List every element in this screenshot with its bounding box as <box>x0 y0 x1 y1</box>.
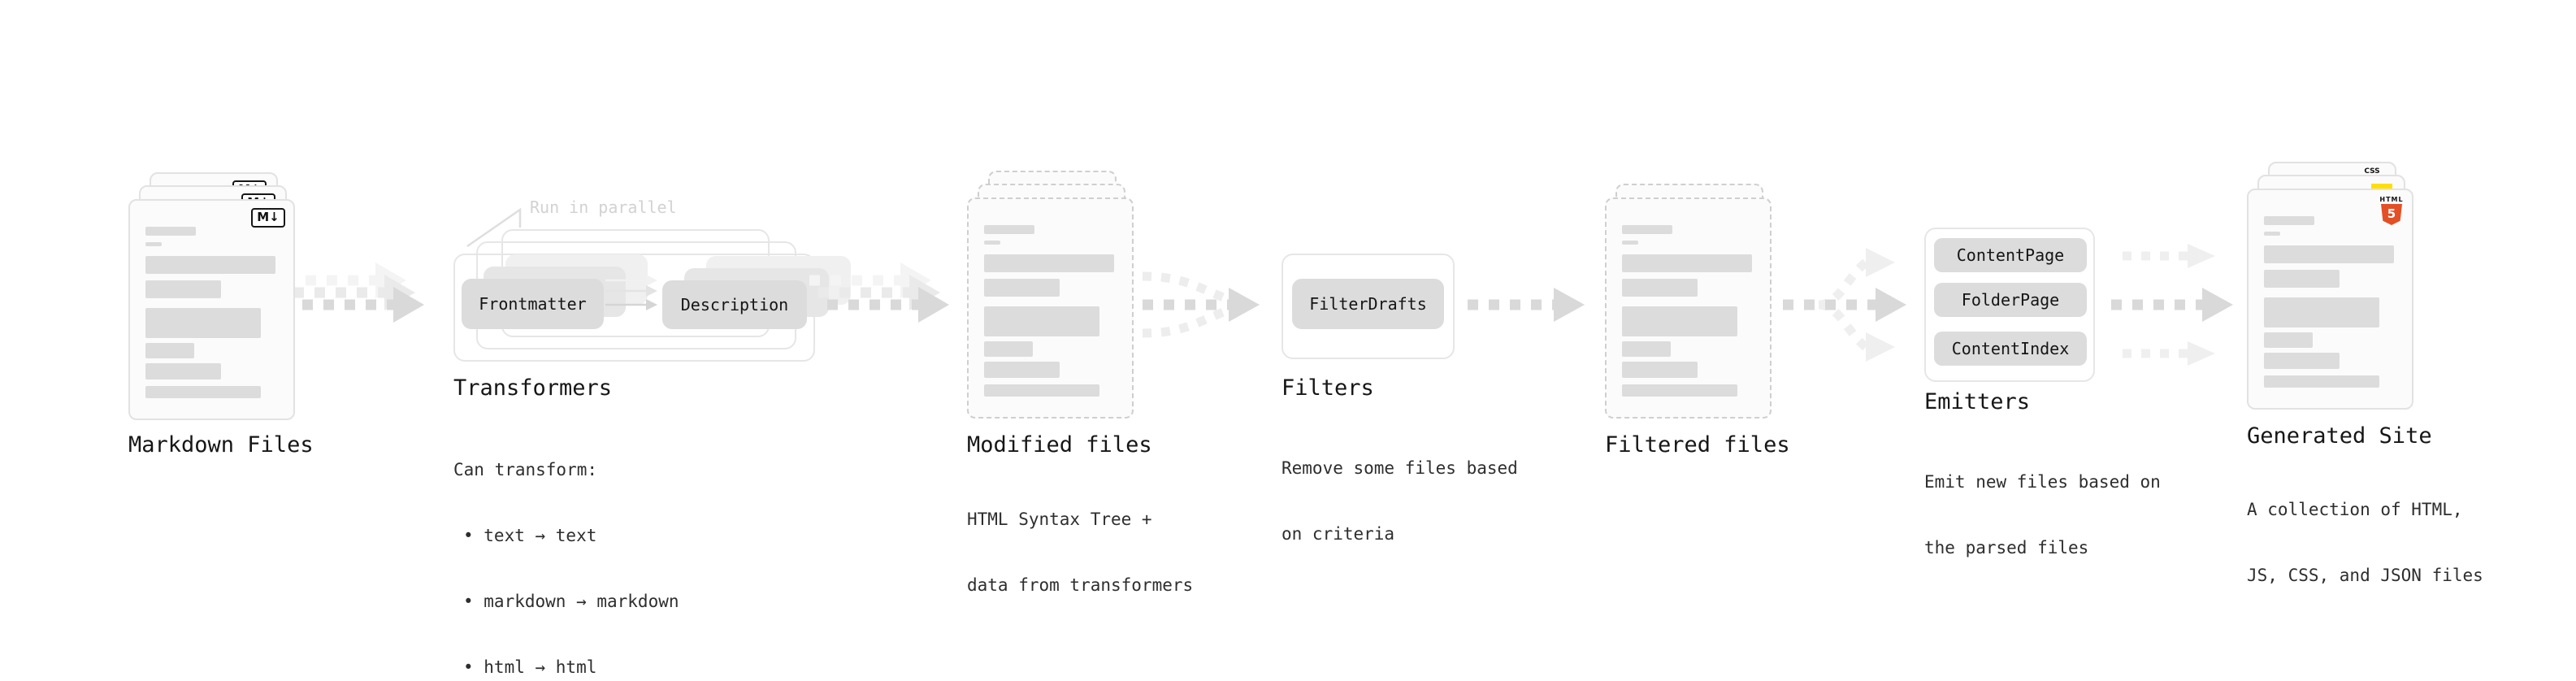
generated-site-stack: CSS HTML 5 <box>2247 162 2442 416</box>
arrow-modified-to-filters <box>1142 271 1260 338</box>
filtered-file-card <box>1605 197 1772 419</box>
filters-group: FilterDrafts <box>1281 254 1460 363</box>
markdown-file-card: M↓ <box>128 199 295 420</box>
filtered-files-stack <box>1605 184 1800 425</box>
modified-files-description: HTML Syntax Tree + data from transformer… <box>967 510 1194 595</box>
emitter-box-contentpage: ContentPage <box>1934 238 2087 272</box>
filters-outline <box>1281 254 1455 359</box>
html5-icon: HTML 5 <box>2379 196 2404 225</box>
emitter-box-folderpage: FolderPage <box>1934 283 2087 317</box>
filters-label: Filters <box>1281 375 1374 401</box>
html-file-card: HTML 5 <box>2247 189 2413 410</box>
run-in-parallel-callout-line <box>466 207 522 248</box>
arrow-emitters-to-generated <box>2111 244 2233 366</box>
transformers-group: Frontmatter Description Run in parallel <box>453 197 851 363</box>
emitters-label: Emitters <box>1924 389 2031 414</box>
modified-file-card <box>967 197 1134 419</box>
generated-site-description: A collection of HTML, JS, CSS, and JSON … <box>2247 500 2483 585</box>
emitter-box-contentindex: ContentIndex <box>1934 332 2087 366</box>
filters-description: Remove some files based on criteria <box>1281 458 1518 544</box>
filtered-files-label: Filtered files <box>1605 432 1790 458</box>
arrow-frontmatter-to-description <box>605 275 657 310</box>
placeholder-text-bars <box>1622 199 1754 397</box>
transformers-description: Can transform: • text → text • markdown … <box>453 460 679 677</box>
modified-files-stack <box>967 171 1162 425</box>
placeholder-text-bars <box>145 201 278 398</box>
arrow-filters-to-filtered <box>1468 288 1585 322</box>
transformers-label: Transformers <box>453 375 613 401</box>
markdown-files-stack: M↓ M↓ M↓ <box>128 172 323 427</box>
generated-site-label: Generated Site <box>2247 423 2432 449</box>
arrow-filtered-to-emitters <box>1783 248 1906 362</box>
arrow-markdown-to-transformers <box>284 262 424 323</box>
modified-files-label: Modified files <box>967 432 1152 458</box>
transformer-box-frontmatter: Frontmatter <box>462 279 604 329</box>
emitters-description: Emit new files based on the parsed files <box>1924 472 2161 557</box>
markdown-files-label: Markdown Files <box>128 432 314 458</box>
emitters-outline <box>1924 228 2095 382</box>
emitters-group: ContentPage FolderPage ContentIndex <box>1924 228 2103 386</box>
filter-box-filterdrafts: FilterDrafts <box>1292 279 1444 329</box>
markdown-icon: M↓ <box>251 208 285 228</box>
placeholder-text-bars <box>984 199 1117 397</box>
run-in-parallel-annotation: Run in parallel <box>530 197 677 217</box>
placeholder-text-bars <box>2264 190 2396 388</box>
transformer-box-description: Description <box>662 280 807 329</box>
arrow-transformers-to-modified <box>809 262 949 323</box>
js-icon <box>2371 184 2392 193</box>
